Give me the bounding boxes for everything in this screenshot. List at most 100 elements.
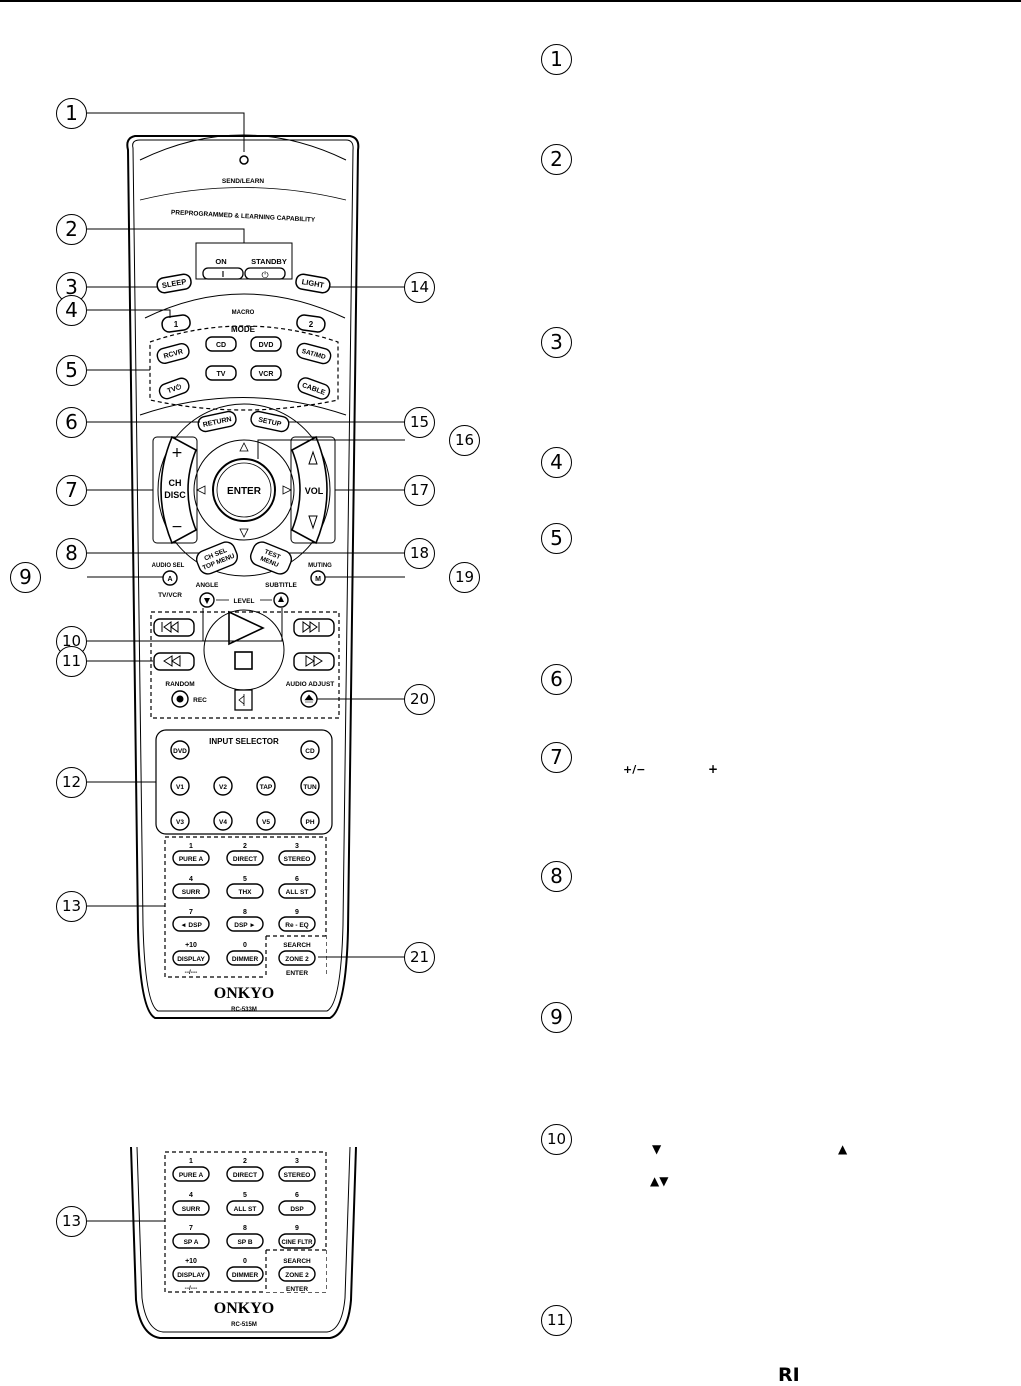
ch-sel-topmenu-button[interactable] xyxy=(194,539,240,576)
r2-surr-label: SURR xyxy=(182,1206,201,1213)
key-2-number: 2 xyxy=(243,843,247,850)
prev-icon xyxy=(161,621,179,633)
macro-2-button[interactable] xyxy=(296,314,326,333)
r2-dimmer-button[interactable] xyxy=(226,1266,264,1282)
mode-vcr-button[interactable] xyxy=(250,365,282,381)
direct-button[interactable] xyxy=(226,850,264,866)
r2-sp-b-button[interactable] xyxy=(226,1233,264,1249)
input-v1-label: V1 xyxy=(176,784,184,791)
r2-dsp-button[interactable] xyxy=(278,1200,316,1216)
setup-button[interactable] xyxy=(250,410,290,433)
desc-number-11: 11 xyxy=(541,1305,572,1336)
cursor-up-icon[interactable] xyxy=(239,442,249,452)
r2-sp-a-button[interactable] xyxy=(172,1233,210,1249)
cursor-left-icon[interactable] xyxy=(196,485,206,495)
r2-stereo-button[interactable] xyxy=(278,1166,316,1182)
next-button[interactable] xyxy=(293,618,335,637)
pause-step-button[interactable] xyxy=(234,689,253,711)
input-tun-button[interactable] xyxy=(300,776,320,796)
input-cd-button[interactable] xyxy=(300,740,320,760)
sleep-button[interactable] xyxy=(156,273,192,294)
callout-13-rc515m: 13 xyxy=(56,1206,87,1237)
light-button[interactable] xyxy=(295,273,331,294)
callout-leader-lines xyxy=(87,112,405,1222)
standby-button[interactable] xyxy=(244,267,286,280)
cursor-right-icon[interactable] xyxy=(282,485,292,495)
dsp-right-button[interactable] xyxy=(226,916,264,932)
thx-button[interactable] xyxy=(226,883,264,899)
r2-pure-a-label: PURE A xyxy=(179,1172,204,1179)
standby-symbol: ⏻ xyxy=(261,270,268,281)
desc-number-1: 1 xyxy=(541,44,572,75)
standby-label: STANDBY xyxy=(251,257,287,266)
vol-rocker[interactable] xyxy=(290,435,328,545)
r2-enter2-label: ENTER xyxy=(286,1286,308,1293)
re-eq-button[interactable] xyxy=(278,916,316,932)
ch-plus-icon: + xyxy=(171,445,183,461)
input-v3-button[interactable] xyxy=(170,811,190,831)
thx-label: THX xyxy=(239,889,253,896)
mode-cable-button[interactable] xyxy=(296,376,331,401)
r2-cine-fltr-button[interactable] xyxy=(278,1233,316,1249)
enter-button[interactable] xyxy=(212,458,276,522)
test-menu-button[interactable] xyxy=(248,539,294,576)
input-selector-label: INPUT SELECTOR xyxy=(209,737,279,746)
audio-sel-a-label: A xyxy=(167,576,172,583)
display-label: DISPLAY xyxy=(177,956,205,963)
r2-pure-a-button[interactable] xyxy=(172,1166,210,1182)
mode-rcvr-button[interactable] xyxy=(156,342,191,365)
r2-all-st-button[interactable] xyxy=(226,1200,264,1216)
mode-cd-button[interactable] xyxy=(205,336,237,352)
send-learn-label: SEND/LEARN xyxy=(222,178,265,185)
dimmer-button[interactable] xyxy=(226,950,264,966)
zone2-button[interactable] xyxy=(278,950,316,966)
input-dvd-button[interactable] xyxy=(170,740,190,760)
ch-disc-rocker[interactable] xyxy=(160,435,198,545)
rewind-button[interactable] xyxy=(153,652,195,671)
input-v2-button[interactable] xyxy=(213,776,233,796)
level-down-icon xyxy=(204,598,210,604)
key-5-number: 5 xyxy=(243,876,247,883)
return-button[interactable] xyxy=(197,410,237,433)
send-learn-led xyxy=(239,155,249,165)
input-tap-button[interactable] xyxy=(256,776,276,796)
input-v5-button[interactable] xyxy=(256,811,276,831)
remote-rc533m: SEND/LEARN PREPROGRAMMED & LEARNING CAPA… xyxy=(126,134,360,1019)
subtitle-label: SUBTITLE xyxy=(265,582,297,589)
macro-1-button[interactable] xyxy=(161,314,191,333)
r2-surr-button[interactable] xyxy=(172,1200,210,1216)
surr-button[interactable] xyxy=(172,883,210,899)
mode-dvd-button[interactable] xyxy=(250,336,282,352)
audio-sel-button[interactable] xyxy=(162,570,178,586)
key-1-number: 1 xyxy=(189,843,193,850)
input-v4-button[interactable] xyxy=(213,811,233,831)
prev-button[interactable] xyxy=(153,618,195,637)
pure-a-button[interactable] xyxy=(172,850,210,866)
mode-satmd-button[interactable] xyxy=(296,342,333,365)
mode-tvpower-button[interactable] xyxy=(158,376,191,400)
setup-label: SETUP xyxy=(258,417,283,429)
input-tun-label: TUN xyxy=(303,784,317,791)
r2-direct-button[interactable] xyxy=(226,1166,264,1182)
on-button[interactable] xyxy=(202,267,244,280)
r2-key-7-number: 7 xyxy=(189,1225,193,1232)
all-st-button[interactable] xyxy=(278,883,316,899)
cursor-down-icon[interactable] xyxy=(239,528,249,538)
callout-6: 6 xyxy=(56,407,87,438)
play-icon[interactable] xyxy=(228,610,265,646)
callout-9: 9 xyxy=(10,562,41,593)
stereo-button[interactable] xyxy=(278,850,316,866)
input-ph-button[interactable] xyxy=(300,811,320,831)
mode-tv-button[interactable] xyxy=(205,365,237,381)
muting-button[interactable] xyxy=(310,570,326,586)
display-button[interactable] xyxy=(172,950,210,966)
r2-zone2-button[interactable] xyxy=(278,1266,316,1282)
r2-display-button[interactable] xyxy=(172,1266,210,1282)
input-v1-button[interactable] xyxy=(170,776,190,796)
next-icon xyxy=(302,621,320,633)
stop-icon[interactable] xyxy=(234,651,253,670)
rewind-icon xyxy=(163,655,181,667)
on-symbol: I xyxy=(222,270,224,279)
dsp-left-button[interactable] xyxy=(172,916,210,932)
r2-dashes-label: --/--- xyxy=(185,1285,198,1292)
